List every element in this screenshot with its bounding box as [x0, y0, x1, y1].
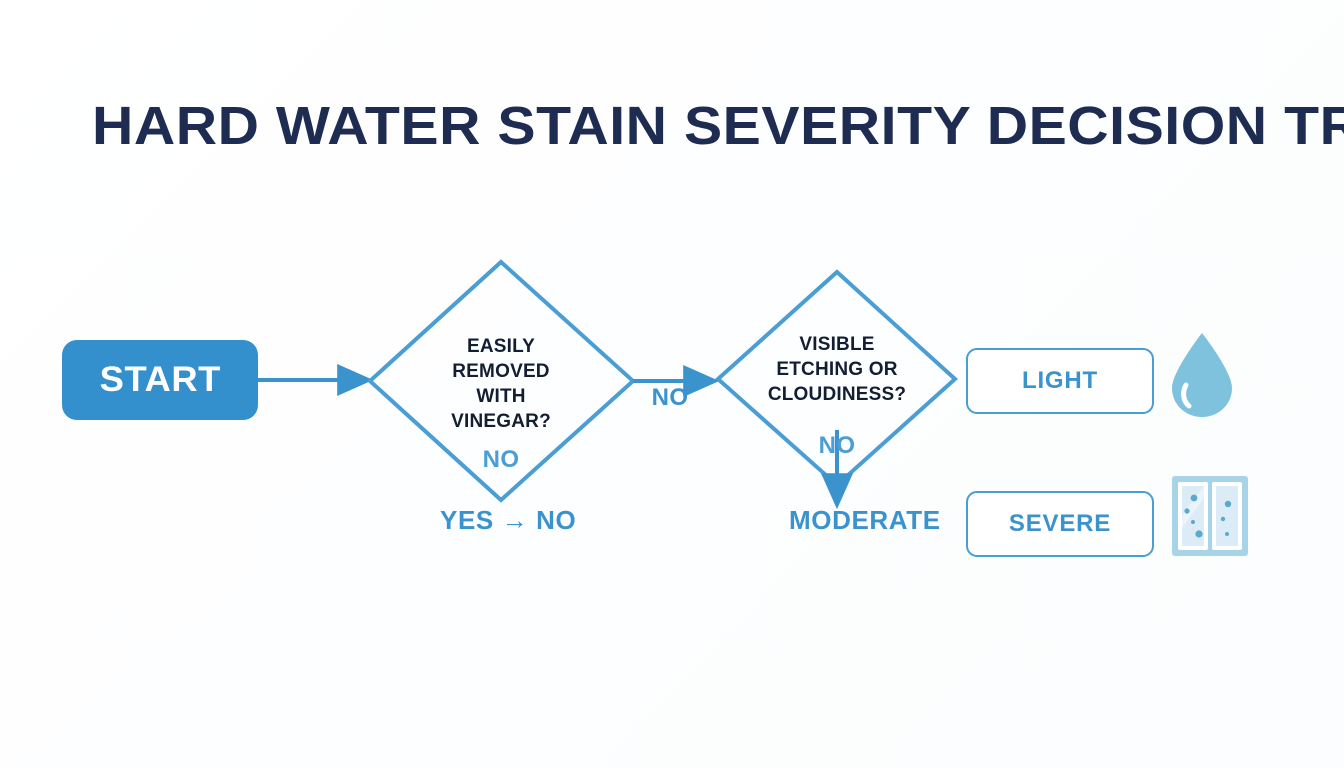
- decision-label-vinegar: EASILY REMOVED WITH VINEGAR?: [401, 334, 601, 434]
- start-node-label: START: [99, 360, 221, 399]
- outcome-box-severe[interactable]: SEVERE: [966, 491, 1154, 557]
- decision-label-line: EASILY: [466, 336, 536, 357]
- branch-label-vinegar-no: NO: [482, 446, 520, 473]
- branch-label-yes-no: YES → NO: [440, 505, 577, 535]
- decision-label-line: VISIBLE: [799, 334, 875, 355]
- outcome-box-light-label: LIGHT: [1022, 367, 1098, 394]
- outcome-box-severe-label: SEVERE: [1008, 510, 1112, 537]
- decision-label-line: WITH: [476, 386, 526, 407]
- page-title: HARD WATER STAIN SEVERITY DECISION TREE: [92, 96, 1344, 156]
- edge-label-no: NO: [651, 384, 689, 411]
- decision-label-etching: VISIBLE ETCHING OR CLOUDINESS?: [737, 332, 937, 407]
- branch-label-etching-no: NO: [818, 432, 856, 459]
- outcome-box-light[interactable]: LIGHT: [966, 348, 1154, 414]
- start-node[interactable]: START: [62, 340, 258, 420]
- water-droplet-icon: [1166, 330, 1238, 420]
- outcome-label-moderate: MODERATE: [789, 505, 941, 535]
- decision-label-line: REMOVED: [452, 361, 550, 382]
- decision-label-line: VINEGAR?: [451, 411, 551, 432]
- decision-label-line: CLOUDINESS?: [767, 384, 907, 405]
- window-panes-icon: [1170, 474, 1250, 558]
- decision-label-line: ETCHING OR: [776, 359, 898, 380]
